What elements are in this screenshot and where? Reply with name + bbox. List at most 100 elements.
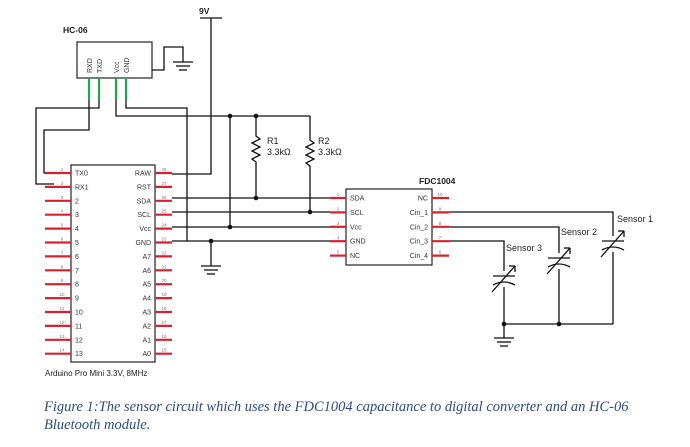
arduino-right-pin-label: A5 bbox=[142, 282, 151, 289]
arduino-right-pin-label: SDA bbox=[137, 198, 152, 205]
fdc-right-pin-label: Cin_4 bbox=[410, 253, 428, 260]
sensor-3-label: Sensor 3 bbox=[506, 243, 542, 253]
arduino-right-pin-label: A0 bbox=[142, 351, 151, 358]
arduino-right-pin-number: 17 bbox=[161, 320, 167, 325]
arduino-left-pin-label: 5 bbox=[75, 240, 79, 247]
fdc-right-pin-number: 6 bbox=[439, 250, 442, 255]
hc06-pin-rxd: RXD bbox=[87, 58, 94, 73]
resistor-r2: R2 3.3kΩ bbox=[304, 116, 342, 212]
arduino-right-pin-number: 28 bbox=[161, 167, 167, 172]
sensor-2-label: Sensor 2 bbox=[561, 227, 597, 237]
arduino-left-pin-label: 8 bbox=[75, 282, 79, 289]
arduino-right-pin-number: 21 bbox=[161, 264, 167, 269]
arduino-right-pin-label: RST bbox=[137, 184, 152, 191]
arduino-left-pin-label: 2 bbox=[75, 198, 79, 205]
sensor-circuit-schematic: HC-06 RXD TXD Vcc GND 9V bbox=[35, 6, 653, 378]
arduino-left-pin-number: 6 bbox=[61, 237, 64, 242]
ground-icon bbox=[173, 61, 193, 71]
hc06-module: HC-06 RXD TXD Vcc GND bbox=[63, 25, 153, 100]
fdc-left-pin-label: SCL bbox=[350, 210, 364, 217]
fdc-left-pin-label: NC bbox=[350, 253, 360, 260]
arduino-right-pin-label: A1 bbox=[142, 337, 151, 344]
arduino-right-pin-label: A6 bbox=[142, 268, 151, 275]
arduino-left-pins: TX01RX1223344556677889910101111121213131… bbox=[45, 167, 89, 358]
arduino-right-pin-number: 26 bbox=[161, 195, 167, 200]
arduino-left-pin-number: 8 bbox=[61, 264, 64, 269]
arduino-left-pin-number: 2 bbox=[61, 181, 64, 186]
arduino-pro-mini: TX01RX1223344556677889910101111121213131… bbox=[45, 164, 172, 378]
junction-dots bbox=[208, 113, 313, 244]
arduino-left-pin-label: 9 bbox=[75, 296, 79, 303]
ground-icon bbox=[494, 337, 514, 347]
resistor-r1: R1 3.3kΩ bbox=[250, 116, 291, 198]
raw-wire bbox=[172, 18, 212, 175]
arduino-left-pin-number: 10 bbox=[59, 292, 65, 297]
hc06-vcc-wire bbox=[115, 100, 310, 117]
arduino-right-pin-number: 19 bbox=[161, 292, 167, 297]
arduino-right-pin-label: GND bbox=[135, 240, 151, 247]
cin3-wire bbox=[449, 240, 505, 271]
txd-to-rx1-wire bbox=[35, 100, 100, 185]
fdc-left-pin-label: GND bbox=[350, 239, 366, 246]
arduino-right-pin-label: Vcc bbox=[139, 226, 151, 233]
r1-value: 3.3kΩ bbox=[267, 147, 291, 157]
fdc-body bbox=[345, 188, 433, 266]
arduino-right-pin-label: A7 bbox=[142, 254, 151, 261]
sensor-wiring bbox=[449, 211, 614, 347]
cin1-wire bbox=[449, 211, 614, 236]
r2-ref: R2 bbox=[318, 136, 330, 146]
fdc-left-pin-number: 5 bbox=[337, 250, 340, 255]
arduino-left-pin-label: 11 bbox=[75, 323, 82, 330]
arduino-right-pin-label: A2 bbox=[142, 323, 151, 330]
arduino-left-pin-number: 1 bbox=[61, 167, 64, 172]
sensor-2-variable-capacitor: Sensor 2 bbox=[546, 227, 597, 275]
arduino-left-pin-number: 4 bbox=[61, 209, 64, 214]
arduino-caption: Arduino Pro Mini 3.3V, 8MHz bbox=[45, 369, 147, 378]
arduino-left-pin-label: 7 bbox=[75, 268, 79, 275]
arduino-left-pin-number: 14 bbox=[59, 348, 65, 353]
fdc-left-pin-number: 3 bbox=[337, 221, 340, 226]
arduino-left-pin-label: 13 bbox=[75, 351, 83, 358]
r1-ref: R1 bbox=[267, 136, 279, 146]
fdc-title: FDC1004 bbox=[419, 176, 456, 186]
fdc-left-pin-label: Vcc bbox=[350, 224, 362, 231]
arduino-right-pin-number: 22 bbox=[161, 250, 167, 255]
fdc-right-pin-label: Cin_1 bbox=[410, 210, 428, 217]
hc06-title: HC-06 bbox=[63, 25, 88, 35]
arduino-left-pin-label: 6 bbox=[75, 254, 79, 261]
arduino-left-pin-number: 5 bbox=[61, 223, 64, 228]
arduino-left-pin-number: 11 bbox=[60, 306, 65, 311]
hc06-body bbox=[76, 41, 153, 79]
arduino-left-pin-label: TX0 bbox=[75, 171, 88, 178]
fdc-right-pin-number: 8 bbox=[439, 221, 442, 226]
arduino-left-pin-label: RX1 bbox=[75, 184, 89, 191]
arduino-right-pin-label: SCL bbox=[137, 212, 151, 219]
sensor-1-label: Sensor 1 bbox=[617, 214, 653, 224]
arduino-left-pin-number: 9 bbox=[61, 278, 64, 283]
figure-caption: Figure 1:The sensor circuit which uses t… bbox=[44, 399, 629, 433]
supply-9v: 9V bbox=[172, 6, 222, 175]
arduino-left-pin-label: 3 bbox=[75, 212, 79, 219]
arduino-right-pin-label: RAW bbox=[135, 171, 151, 178]
sensor-1-variable-capacitor: Sensor 1 bbox=[600, 214, 653, 258]
arduino-right-pin-label: A4 bbox=[142, 296, 151, 303]
fdc-left-pin-number: 2 bbox=[337, 206, 340, 211]
hc06-pin-txd: TXD bbox=[97, 59, 104, 73]
fdc-right-pin-label: NC bbox=[418, 196, 428, 203]
rxd-to-tx0-wire bbox=[43, 100, 90, 174]
arduino-left-pin-number: 3 bbox=[61, 195, 64, 200]
arduino-right-pin-number: 23 bbox=[161, 237, 167, 242]
fdc-right-pin-label: Cin_3 bbox=[410, 239, 428, 246]
fdc-right-pin-label: Cin_2 bbox=[410, 224, 428, 231]
fdc-right-pin-number: 9 bbox=[439, 206, 442, 211]
arduino-left-pin-label: 12 bbox=[75, 337, 83, 344]
arduino-left-pin-number: 7 bbox=[61, 250, 64, 255]
arduino-body bbox=[70, 164, 156, 363]
fdc-right-pin-number: 7 bbox=[439, 235, 442, 240]
fdc-left-pin-label: SDA bbox=[350, 196, 365, 203]
arduino-right-pin-number: 25 bbox=[161, 209, 167, 214]
arduino-left-pin-label: 10 bbox=[75, 310, 83, 317]
